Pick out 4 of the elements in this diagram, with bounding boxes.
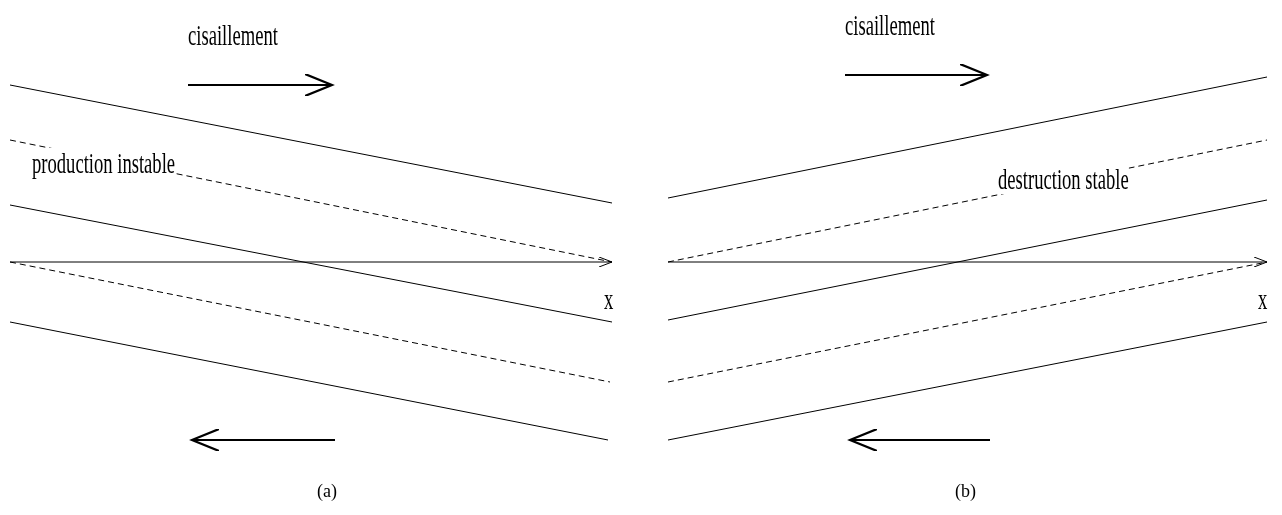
flow-label: production instable — [32, 148, 176, 178]
flow-label: destruction stable — [998, 164, 1129, 194]
panel-label: (b) — [955, 482, 976, 500]
panel-label: (a) — [317, 482, 337, 500]
